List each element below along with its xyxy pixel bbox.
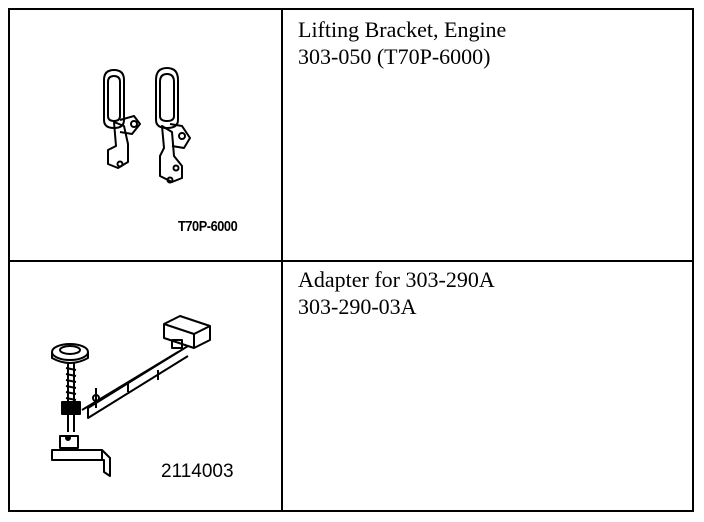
tool-name: Lifting Bracket, Engine xyxy=(298,17,507,42)
tool-number: 303-290-03A xyxy=(298,294,417,319)
tool-number: 303-050 (T70P-6000) xyxy=(298,44,491,69)
row-divider xyxy=(10,260,692,262)
adapter-illustration xyxy=(51,315,211,477)
lifting-bracket-illustration xyxy=(103,67,191,184)
tool-table: T70P-6000 Lifting Bracket, Engine 303-05… xyxy=(8,8,694,512)
row-2-description: Adapter for 303-290A 303-290-03A xyxy=(298,266,495,320)
figure-code: T70P-6000 xyxy=(178,218,238,235)
tool-name: Adapter for 303-290A xyxy=(298,267,495,292)
row-1-description: Lifting Bracket, Engine 303-050 (T70P-60… xyxy=(298,16,506,70)
figure-code: 2114003 xyxy=(161,461,234,482)
